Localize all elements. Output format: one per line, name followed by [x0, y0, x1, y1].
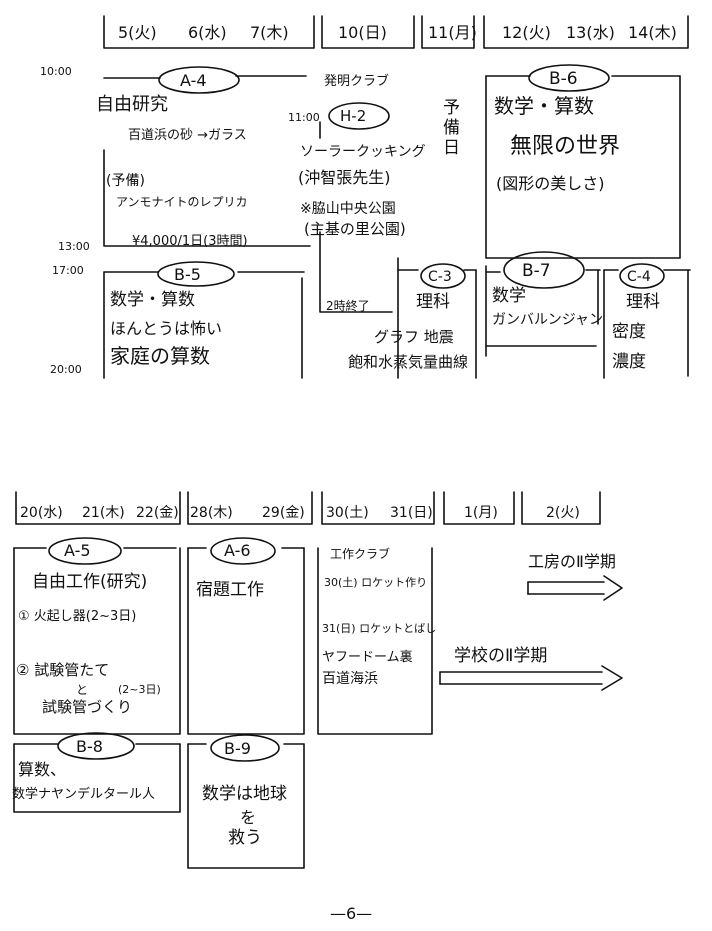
h2-line1: ソーラークッキング: [300, 144, 426, 160]
time-11: 11:00: [288, 111, 320, 124]
b5-line1: 数学・算数: [110, 290, 195, 310]
day-6: 6(水): [188, 23, 227, 42]
day-5: 5(火): [118, 23, 157, 42]
kousaku-line1: 30(土) ロケット作り: [324, 576, 428, 589]
day-28: 28(木): [190, 505, 233, 521]
a5-item1: ① 火起し器(2~3日): [18, 609, 137, 624]
c4-id: C-4: [627, 269, 651, 285]
day-1: 1(月): [464, 505, 498, 521]
c4-line1: 理科: [626, 292, 660, 312]
b8-line2: 数学ナヤンデルタール人: [12, 787, 156, 802]
day-10: 10(日): [338, 23, 387, 42]
b9-line3: 救う: [228, 828, 262, 848]
day-29: 29(金): [262, 505, 305, 521]
a6-id: A-6: [224, 541, 251, 560]
h2-club: 発明クラブ: [324, 74, 390, 89]
day-31: 31(日): [390, 505, 433, 521]
day-30: 30(土): [326, 505, 369, 521]
b7-id: B-7: [522, 261, 551, 281]
b6-line2: 無限の世界: [510, 134, 621, 159]
b9-id: B-9: [224, 739, 251, 758]
a6-line1: 宿題工作: [196, 580, 264, 600]
h2-id: H-2: [340, 107, 367, 125]
a4-id: A-4: [180, 71, 207, 90]
b5-line2: ほんとうは怖い: [110, 319, 223, 338]
kousaku-club: 工作クラブ: [330, 547, 391, 561]
h2-line3: ※脇山中央公園: [300, 201, 396, 217]
a5-title: 自由工作(研究): [32, 572, 148, 592]
graph-line2: 飽和水蒸気量曲線: [348, 353, 469, 371]
c3-id: C-3: [428, 269, 452, 285]
b6-line1: 数学・算数: [494, 94, 594, 118]
b6-line3: (図形の美しさ): [496, 174, 605, 193]
day-22: 22(金): [136, 505, 179, 521]
a4-fee: ¥4,000/1日(3時間): [132, 234, 248, 249]
b6-id: B-6: [549, 69, 578, 89]
a4-title: 自由研究: [96, 94, 168, 115]
h2-line2: (沖智張先生): [298, 168, 391, 187]
time-17: 17:00: [52, 264, 84, 277]
b7-line2: ガンバルンジャン: [492, 312, 604, 328]
a5-item2d: 試験管づくり: [42, 698, 133, 716]
b9-line1: 数学は地球: [202, 784, 287, 804]
day-11: 11(月): [428, 23, 477, 42]
day-13: 13(水): [566, 23, 615, 42]
page-number: —6—: [330, 904, 373, 923]
a4-line3: アンモナイトのレプリカ: [116, 195, 248, 209]
time-10: 10:00: [40, 65, 72, 78]
b7-line1: 数学: [492, 286, 526, 306]
graph-line1: グラフ 地震: [374, 328, 454, 346]
c3-line1: 理科: [416, 292, 450, 312]
b8-id: B-8: [76, 737, 103, 756]
b9-line2: を: [240, 808, 257, 827]
a5-item2c: (2~3日): [118, 683, 161, 696]
day-2: 2(火): [546, 505, 580, 521]
time-13: 13:00: [58, 240, 90, 253]
kousaku-line3: ヤフードーム裏: [322, 650, 413, 665]
koubou-term-label: 工房のⅡ学期: [528, 552, 616, 571]
b5-line3: 家庭の算数: [110, 344, 210, 368]
kousaku-line4: 百道海浜: [322, 671, 378, 687]
day-20: 20(水): [20, 505, 63, 521]
a4-line1: 百道浜の砂 →ガラス: [128, 128, 247, 143]
kousaku-line2: 31(日) ロケットとばし: [322, 622, 437, 635]
b5-id: B-5: [174, 265, 201, 284]
a5-item2a: ② 試験管たて: [16, 661, 110, 679]
reserve-day: 予備日: [439, 98, 459, 158]
c4-line3: 濃度: [612, 352, 646, 372]
b8-line1: 算数、: [18, 760, 67, 779]
time-20: 20:00: [50, 363, 82, 376]
day-12: 12(火): [502, 23, 551, 42]
c4-line2: 密度: [612, 322, 646, 342]
a4-line2: (予備): [106, 173, 145, 189]
a5-id: A-5: [64, 541, 91, 560]
school-term-label: 学校のⅡ学期: [454, 646, 548, 666]
a5-item2b: と: [76, 683, 89, 697]
day-14: 14(木): [628, 23, 677, 42]
day-7: 7(木): [250, 23, 289, 42]
h2-line4: (主基の里公園): [304, 220, 406, 238]
h2-end: 2時終了: [326, 299, 370, 313]
day-21: 21(木): [82, 505, 125, 521]
